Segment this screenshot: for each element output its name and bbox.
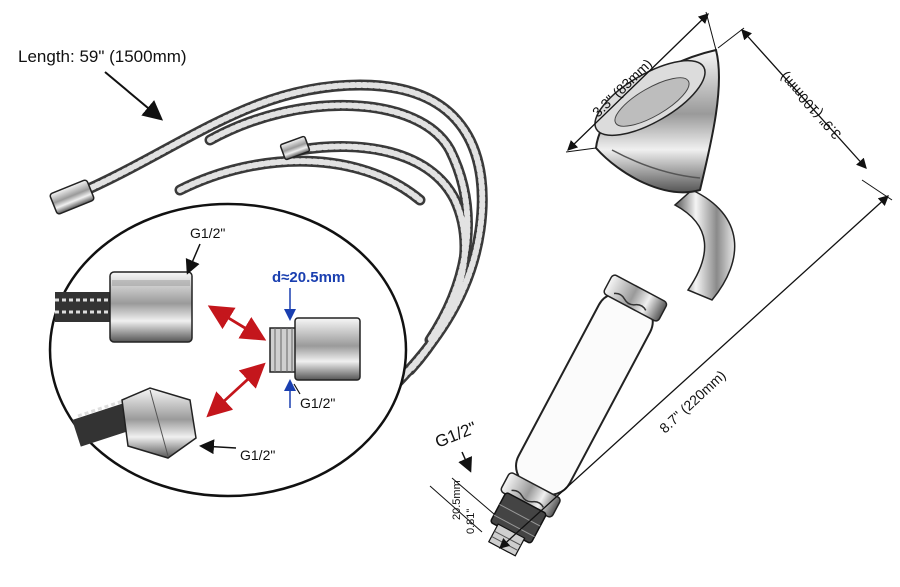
hand-shower [487, 48, 736, 557]
hose-length-label: Length: 59" (1500mm) [18, 47, 187, 66]
total-length-label: 8.7" (220mm) [656, 367, 729, 436]
shower-neck [673, 189, 736, 301]
detail-hose-top [55, 271, 193, 343]
handle-thread-pointer [458, 451, 472, 473]
shower-handle-ceramic [515, 292, 654, 496]
thread-dim-box: 0.81" 20.5mm [429, 477, 495, 534]
detail-hose-bottom [72, 387, 197, 459]
hose-coil [69, 79, 488, 396]
g-bottom-pointer [199, 439, 237, 455]
hose-end-nut [279, 135, 311, 161]
head-depth-label: 3.9" (100mm) [776, 69, 844, 142]
thread-mm-label: 20.5mm [451, 480, 463, 520]
detail-adapter [269, 317, 361, 381]
g-top-label: G1/2" [190, 225, 225, 241]
red-arrow-top-head [211, 306, 267, 341]
handle-thread-label: G1/2" [432, 418, 479, 452]
g-mid-pointer [293, 383, 301, 395]
red-arrow-bottom-head [209, 362, 266, 415]
g-mid-label: G1/2" [300, 395, 335, 411]
g-bottom-label: G1/2" [240, 447, 275, 463]
hose-length-arrow [104, 71, 164, 121]
connector-detail-circle: G1/2" d≈20.5mm G1/2" G1/2" [48, 202, 408, 498]
dim-head-depth: 3.9" (100mm) [717, 27, 867, 169]
thread-inch-label: 0.81" [465, 509, 477, 534]
hose-end-ferrule [49, 179, 95, 215]
g-top-pointer [185, 243, 201, 275]
diameter-label: d≈20.5mm [272, 269, 345, 286]
